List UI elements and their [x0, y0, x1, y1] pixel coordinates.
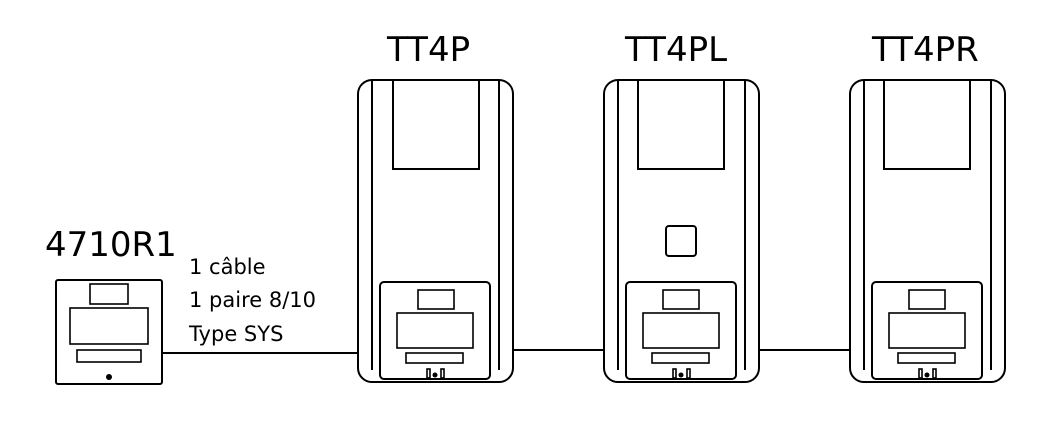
unit-4710r1-top-slot	[89, 283, 129, 305]
tt4pr-display-window	[883, 79, 971, 170]
tt4p-module-indicators	[426, 368, 445, 379]
tt4p-module-keypad	[405, 352, 464, 364]
tt4p-module-screen	[396, 312, 474, 349]
cable-spec-line-3: Type SYS	[188, 322, 283, 346]
tt4pr-module-indicators	[918, 368, 937, 379]
tt4p-module-frame	[379, 281, 491, 380]
tt4p-module-top-slot	[417, 289, 455, 310]
unit-4710r1-body	[55, 279, 163, 385]
cable-spec-line-1: 1 câble	[189, 255, 266, 279]
tt4p-hood	[371, 80, 500, 370]
device-label-tt4pl: TT4PL	[624, 30, 727, 70]
tt4pl-display-window	[637, 79, 725, 170]
tt4pr-module-frame	[871, 281, 983, 380]
tt4pl-square-button	[665, 225, 697, 257]
tt4pr-module-screen	[888, 312, 966, 349]
tt4pr-module-top-slot	[908, 289, 946, 310]
tt4pr-module-keypad	[897, 352, 956, 364]
tt4pl-module-indicators	[672, 368, 691, 379]
tt4pl-module-screen	[642, 312, 720, 349]
tt4p-display-window	[392, 79, 480, 170]
unit-4710r1-screen	[69, 307, 149, 345]
tt4pr-hood	[863, 80, 992, 370]
device-label-tt4p: TT4P	[386, 30, 470, 70]
tt4pl-module-keypad	[651, 352, 710, 364]
bus-lines	[162, 349, 850, 354]
device-4710r1: 4710R1	[45, 225, 177, 385]
device-label-tt4pr: TT4PR	[871, 30, 979, 70]
unit-4710r1-keypad	[76, 349, 142, 363]
device-tt4pr: TT4PR	[849, 30, 1006, 383]
device-label-4710r1: 4710R1	[45, 225, 177, 265]
tt4pl-module-top-slot	[662, 289, 700, 310]
tt4pl-module-frame	[625, 281, 737, 380]
device-tt4pl: TT4PL	[603, 30, 760, 383]
tt4pl-hood	[617, 80, 746, 370]
cable-spec-line-2: 1 paire 8/10	[189, 288, 316, 312]
unit-4710r1-led	[106, 374, 112, 380]
cable-spec: 1 câble 1 paire 8/10 Type SYS	[188, 255, 316, 346]
device-tt4p: TT4P	[357, 30, 514, 383]
